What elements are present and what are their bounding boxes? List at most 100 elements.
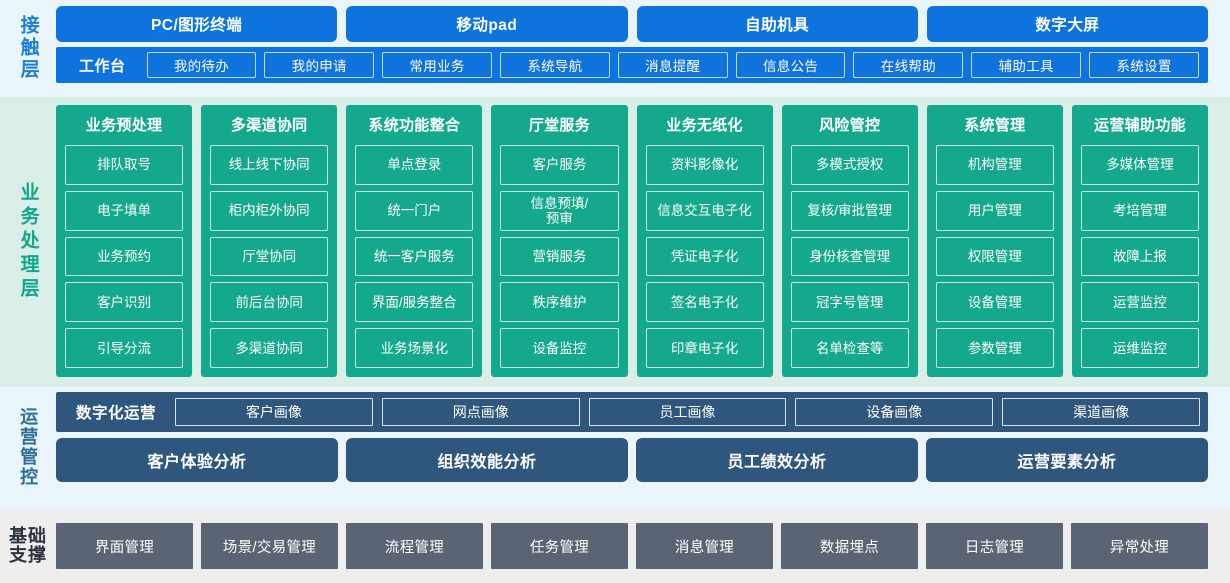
- business-item[interactable]: 冠字号管理: [790, 282, 909, 323]
- channel-card-pc[interactable]: PC/图形终端: [56, 6, 338, 42]
- business-column-multichannel: 多渠道协同 线上线下协同 柜内柜外协同 厅堂协同 前后台协同 多渠道协同: [201, 105, 338, 377]
- business-item[interactable]: 单点登录: [355, 145, 474, 185]
- business-item[interactable]: 用户管理: [935, 190, 1054, 231]
- analysis-row: 客户体验分析 组织效能分析 员工绩效分析 运营要素分析: [56, 438, 1208, 482]
- business-column-lobby-service: 厅堂服务 客户服务 信息预填/ 预审 营销服务 秩序维护 设备监控: [491, 105, 628, 377]
- foundation-card-ui-management[interactable]: 界面管理: [56, 523, 193, 569]
- business-item[interactable]: 考培管理: [1080, 190, 1199, 231]
- business-column-row: 业务预处理 排队取号 电子填单 业务预约 客户识别 引导分流 多渠道协同 线上线…: [56, 105, 1208, 377]
- business-item[interactable]: 引导分流: [65, 328, 184, 368]
- business-item[interactable]: 签名电子化: [645, 282, 764, 323]
- channel-card-mobile-pad[interactable]: 移动pad: [346, 6, 628, 42]
- channel-card-digital-screen[interactable]: 数字大屏: [926, 6, 1208, 42]
- analysis-card-operation-elements[interactable]: 运营要素分析: [926, 438, 1208, 482]
- workbench-chip-my-todo[interactable]: 我的待办: [146, 52, 257, 78]
- foundation-card-log-management[interactable]: 日志管理: [926, 523, 1063, 569]
- business-item[interactable]: 秩序维护: [500, 282, 619, 323]
- business-column-operation-support: 运营辅助功能 多媒体管理 考培管理 故障上报 运营监控 运维监控: [1071, 105, 1208, 377]
- workbench-chip-online-help[interactable]: 在线帮助: [853, 52, 964, 78]
- business-item[interactable]: 柜内柜外协同: [210, 190, 329, 231]
- business-item[interactable]: 客户识别: [65, 282, 184, 323]
- business-item[interactable]: 运维监控: [1080, 328, 1199, 368]
- foundation-row: 界面管理 场景/交易管理 流程管理 任务管理 消息管理 数据埋点 日志管理 异常…: [56, 523, 1208, 569]
- layer-contact-body: PC/图形终端 移动pad 自助机具 数字大屏 工作台 我的待办 我的申请 常用…: [56, 4, 1230, 91]
- foundation-card-process-management[interactable]: 流程管理: [346, 523, 483, 569]
- business-item[interactable]: 身份核查管理: [790, 236, 909, 277]
- business-item[interactable]: 参数管理: [935, 328, 1054, 368]
- layer-contact-label-text: 接触层: [17, 14, 39, 81]
- business-item[interactable]: 信息预填/ 预审: [500, 190, 619, 231]
- channel-card-mobile-pad-label: 移动pad: [456, 17, 518, 34]
- business-item[interactable]: 故障上报: [1080, 236, 1199, 277]
- business-column-paperless: 业务无纸化 资料影像化 信息交互电子化 凭证电子化 签名电子化 印章电子化: [636, 105, 773, 377]
- business-item[interactable]: 统一门户: [355, 190, 474, 231]
- business-column-system-management: 系统管理 机构管理 用户管理 权限管理 设备管理 参数管理: [926, 105, 1063, 377]
- business-item[interactable]: 营销服务: [500, 236, 619, 277]
- business-item[interactable]: 设备管理: [935, 282, 1054, 323]
- portrait-chip-employee[interactable]: 员工画像: [588, 398, 787, 426]
- analysis-card-customer-experience[interactable]: 客户体验分析: [56, 438, 338, 482]
- workbench-chip-message-reminder[interactable]: 消息提醒: [617, 52, 728, 78]
- business-item[interactable]: 业务场景化: [355, 328, 474, 368]
- portrait-chip-channel[interactable]: 渠道画像: [1002, 398, 1200, 426]
- workbench-chip-system-settings[interactable]: 系统设置: [1089, 52, 1199, 78]
- business-item[interactable]: 多模式授权: [790, 145, 909, 185]
- business-item[interactable]: 资料影像化: [645, 145, 764, 185]
- business-item[interactable]: 设备监控: [500, 328, 619, 368]
- business-item[interactable]: 线上线下协同: [210, 145, 329, 185]
- workbench-bar: 工作台 我的待办 我的申请 常用业务 系统导航 消息提醒 信息公告 在线帮助 辅…: [56, 47, 1208, 83]
- business-item[interactable]: 统一客户服务: [355, 236, 474, 277]
- layer-contact-label: 接触层: [0, 4, 56, 91]
- business-item[interactable]: 排队取号: [65, 145, 184, 185]
- layer-foundation-label-block: 基础 支撑: [9, 525, 47, 566]
- analysis-card-organization-efficiency[interactable]: 组织效能分析: [346, 438, 628, 482]
- portrait-chip-customer[interactable]: 客户画像: [175, 398, 373, 426]
- layer-business: 业务处理层 业务预处理 排队取号 电子填单 业务预约 客户识别 引导分流 多渠道…: [0, 97, 1230, 387]
- business-item[interactable]: 运营监控: [1080, 282, 1199, 323]
- business-column-operation-support-title: 运营辅助功能: [1094, 117, 1186, 134]
- business-item[interactable]: 界面/服务整合: [355, 282, 474, 323]
- business-item[interactable]: 前后台协同: [210, 282, 329, 323]
- business-item[interactable]: 多媒体管理: [1080, 145, 1199, 185]
- business-item[interactable]: 厅堂协同: [210, 236, 329, 277]
- business-item[interactable]: 电子填单: [65, 190, 184, 231]
- business-column-paperless-title: 业务无纸化: [666, 117, 743, 134]
- portrait-chip-device[interactable]: 设备画像: [795, 398, 994, 426]
- workbench-chip-auxiliary-tools[interactable]: 辅助工具: [971, 52, 1082, 78]
- business-column-risk-control-title: 风险管控: [819, 117, 881, 134]
- business-item[interactable]: 印章电子化: [645, 328, 764, 368]
- business-item[interactable]: 信息交互电子化: [645, 190, 764, 231]
- workbench-chip-system-navigation[interactable]: 系统导航: [500, 52, 610, 78]
- business-column-system-integration-title: 系统功能整合: [368, 117, 461, 134]
- workbench-chip-common-business[interactable]: 常用业务: [382, 52, 492, 78]
- analysis-card-employee-performance[interactable]: 员工绩效分析: [636, 438, 918, 482]
- layer-foundation-label-line2: 支撑: [9, 545, 47, 565]
- foundation-card-message-management[interactable]: 消息管理: [636, 523, 773, 569]
- foundation-card-data-tracking[interactable]: 数据埋点: [781, 523, 918, 569]
- workbench-chip-information-notice[interactable]: 信息公告: [735, 52, 846, 78]
- layer-foundation-label-line1: 基础: [9, 525, 47, 546]
- business-item[interactable]: 客户服务: [500, 145, 619, 185]
- foundation-card-task-management[interactable]: 任务管理: [491, 523, 628, 569]
- layer-operations-label: 运营管控: [0, 391, 56, 503]
- business-column-pre-processing-title: 业务预处理: [85, 117, 163, 134]
- workbench-chip-my-application[interactable]: 我的申请: [264, 52, 375, 78]
- portrait-chip-branch[interactable]: 网点画像: [381, 398, 580, 426]
- business-item[interactable]: 权限管理: [935, 236, 1054, 277]
- layer-foundation-label: 基础 支撑: [0, 509, 56, 583]
- business-item[interactable]: 机构管理: [935, 145, 1054, 185]
- channel-card-self-service[interactable]: 自助机具: [636, 6, 918, 42]
- business-item[interactable]: 多渠道协同: [210, 328, 329, 368]
- foundation-card-exception-handling[interactable]: 异常处理: [1071, 523, 1208, 569]
- channel-row: PC/图形终端 移动pad 自助机具 数字大屏: [56, 4, 1208, 42]
- business-column-risk-control: 风险管控 多模式授权 复核/审批管理 身份核查管理 冠字号管理 名单检查等: [781, 105, 918, 377]
- business-item[interactable]: 复核/审批管理: [790, 190, 909, 231]
- foundation-card-scenario-transaction-management[interactable]: 场景/交易管理: [201, 523, 338, 569]
- channel-card-digital-screen-label: 数字大屏: [1035, 17, 1100, 34]
- layer-business-label: 业务处理层: [0, 97, 56, 387]
- channel-card-pc-label: PC/图形终端: [150, 17, 243, 34]
- business-item[interactable]: 业务预约: [65, 236, 184, 277]
- business-item[interactable]: 名单检查等: [790, 328, 909, 368]
- business-item[interactable]: 凭证电子化: [645, 236, 764, 277]
